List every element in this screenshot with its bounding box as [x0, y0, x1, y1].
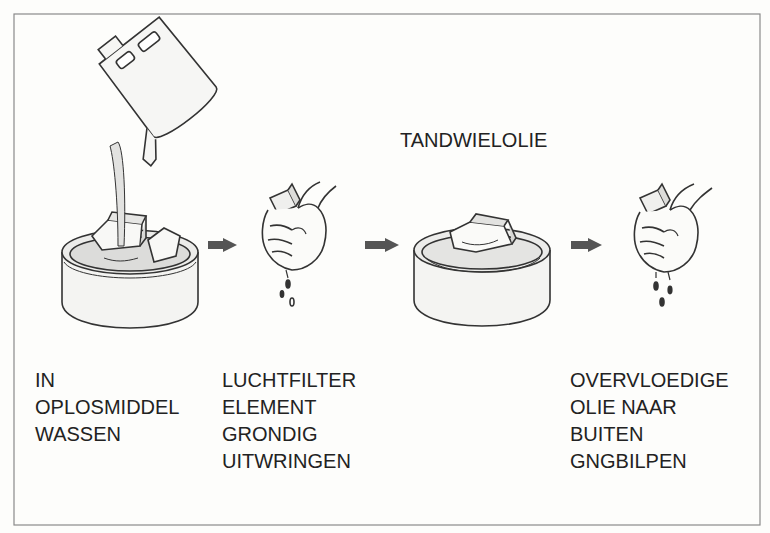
step-caption: TANDWIELOLIE	[400, 127, 547, 154]
step-panel: OVERVLOEDIGE OLIE NAAR BUITEN GNGBILPEN	[605, 180, 725, 310]
solvent-jug	[73, 7, 230, 246]
step-caption: IN OPLOSMIDDEL WASSEN	[35, 367, 179, 448]
hand-squeezing	[262, 182, 336, 306]
frame	[14, 14, 760, 525]
step-panel: TANDWIELOLIE	[402, 185, 568, 330]
oil-can	[414, 214, 550, 326]
step-arrow	[208, 241, 223, 249]
step-caption: LUCHTFILTER ELEMENT GRONDIG UITWRINGEN	[222, 367, 356, 475]
hand-squeezing	[634, 184, 712, 306]
step-panel: IN OPLOSMIDDEL WASSEN	[55, 190, 205, 330]
step-arrow	[365, 241, 385, 249]
solvent-can	[62, 212, 198, 328]
step-caption: OVERVLOEDIGE OLIE NAAR BUITEN GNGBILPEN	[570, 367, 729, 475]
step-arrow	[571, 241, 588, 249]
step-panel: LUCHTFILTER ELEMENT GRONDIG UITWRINGEN	[240, 180, 362, 310]
